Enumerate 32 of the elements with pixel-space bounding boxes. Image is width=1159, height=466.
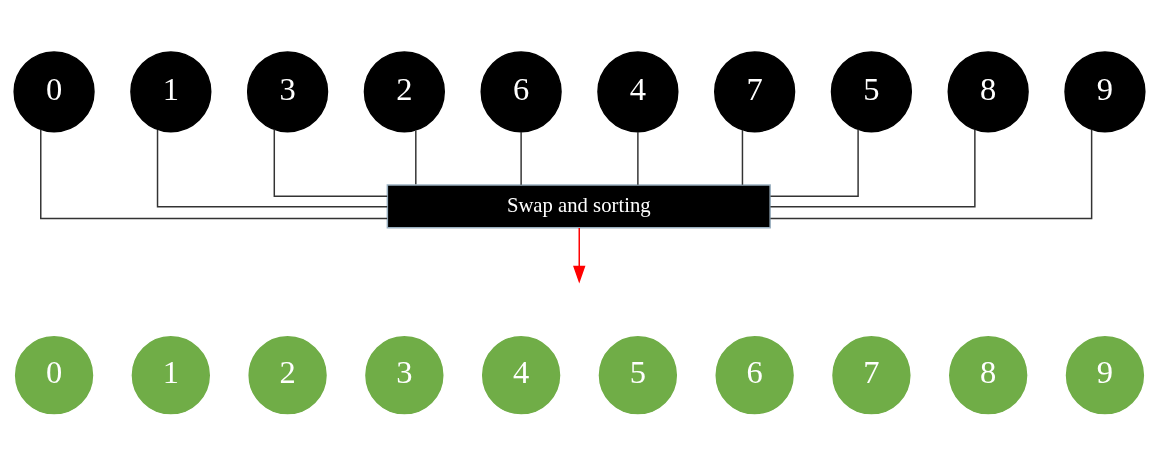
node-circle: 8 bbox=[947, 50, 1029, 132]
node-circle: 0 bbox=[13, 334, 95, 416]
node-circle: 3 bbox=[363, 334, 445, 416]
connector bbox=[769, 128, 1093, 219]
node-circle: 7 bbox=[830, 334, 913, 416]
connector bbox=[769, 128, 976, 207]
node-circle: 3 bbox=[246, 50, 329, 132]
connector bbox=[40, 128, 388, 219]
node-circle: 6 bbox=[714, 334, 796, 416]
node-circle: 4 bbox=[597, 50, 679, 132]
connector bbox=[520, 130, 522, 186]
node-circle: 8 bbox=[947, 334, 1029, 416]
arrow bbox=[573, 226, 586, 283]
connector bbox=[156, 128, 388, 207]
node-circle: 9 bbox=[1064, 334, 1146, 416]
node-circle: 1 bbox=[130, 50, 212, 132]
node-circle: 9 bbox=[1064, 50, 1146, 132]
node-circle: 6 bbox=[480, 50, 562, 132]
connector bbox=[273, 128, 388, 197]
connector bbox=[415, 129, 417, 185]
connector bbox=[637, 130, 639, 186]
node-circle: 4 bbox=[480, 334, 562, 416]
connector bbox=[769, 128, 859, 197]
node-circle: 2 bbox=[363, 50, 445, 132]
node-circle: 1 bbox=[130, 334, 212, 416]
node-box: Swap and sorting bbox=[386, 183, 771, 229]
node-circle: 5 bbox=[830, 50, 913, 132]
node-circle: 5 bbox=[597, 334, 679, 416]
connector bbox=[741, 128, 744, 185]
node-circle: 0 bbox=[13, 50, 95, 132]
node-circle: 7 bbox=[714, 50, 796, 132]
node-circle: 2 bbox=[246, 334, 329, 416]
